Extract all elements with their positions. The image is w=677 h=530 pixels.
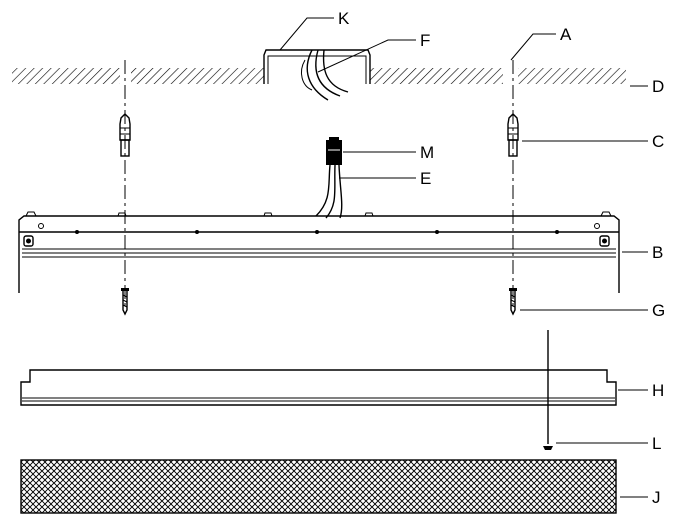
drill-center-lines	[124, 60, 514, 310]
label-k: K	[338, 9, 350, 28]
label-g: G	[652, 301, 665, 320]
diffuser-frame	[20, 369, 617, 406]
label-f: F	[420, 31, 430, 50]
wall-plug-right	[507, 113, 519, 157]
label-m: M	[420, 143, 434, 162]
fixing-screw	[543, 330, 553, 450]
label-c: C	[652, 132, 664, 151]
wire-connector	[326, 137, 342, 165]
leader-lines	[279, 17, 648, 498]
mounting-base	[18, 211, 620, 293]
wall-plug-left	[119, 113, 131, 157]
label-e: E	[420, 169, 431, 188]
supply-cable	[301, 49, 349, 101]
label-d: D	[652, 77, 664, 96]
label-l: L	[652, 434, 661, 453]
screw-left	[121, 288, 129, 316]
connection-wires	[315, 164, 343, 219]
ceiling	[12, 68, 626, 84]
mesh-cover	[20, 459, 617, 514]
label-a: A	[560, 25, 572, 44]
label-j: J	[652, 488, 661, 507]
label-h: H	[652, 381, 664, 400]
screw-right	[509, 288, 517, 316]
label-b: B	[652, 243, 663, 262]
